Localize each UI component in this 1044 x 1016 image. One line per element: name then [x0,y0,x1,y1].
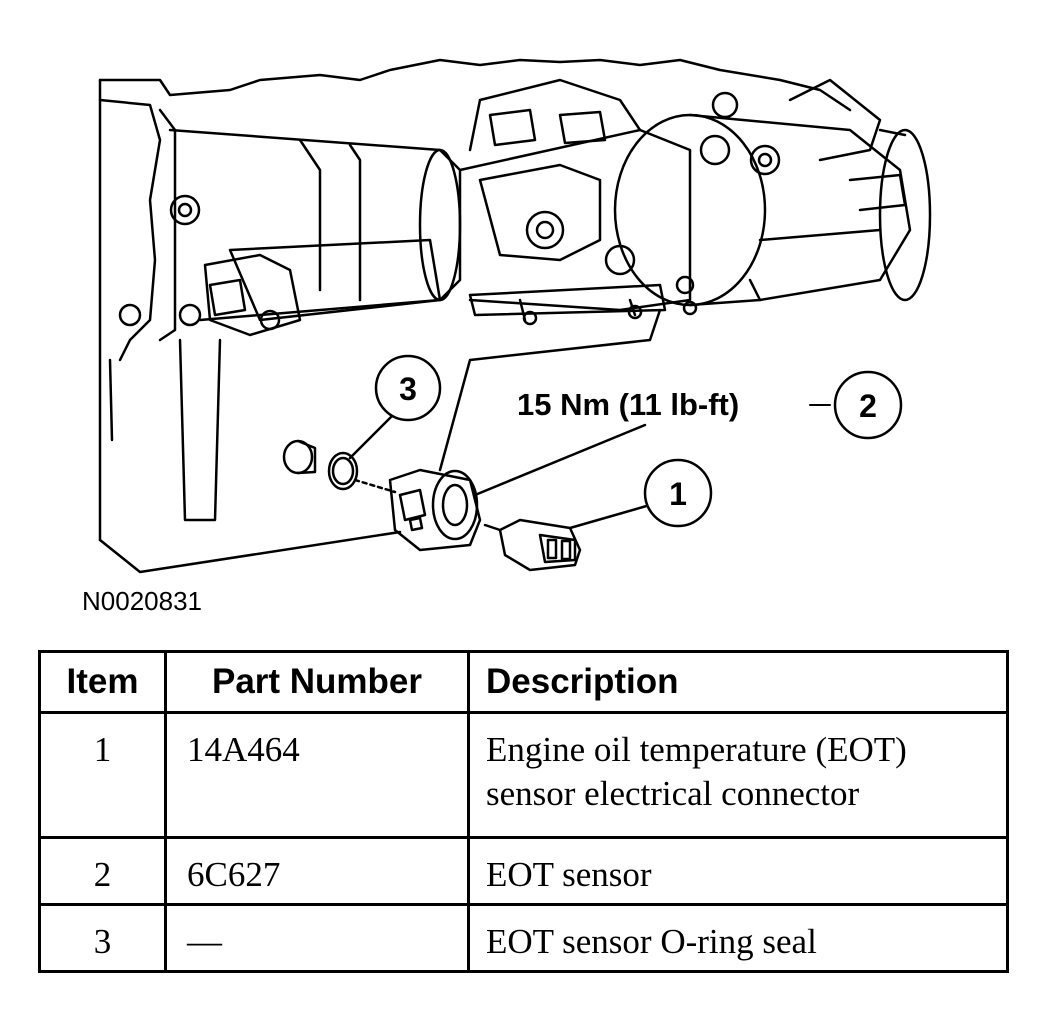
figure-id: N0020831 [82,586,202,616]
starter-motor [118,128,462,337]
header-item: Item [38,650,167,714]
callout-2-label: 2 [859,388,877,424]
engine-center [458,78,692,326]
description-line: EOT sensor O-ring seal [486,922,817,961]
leader-engine [438,308,662,472]
parts-table: Item Part Number Description 1 14A464 En… [38,650,1009,973]
header-description: Description [467,650,1009,714]
cell-item: 3 [38,903,167,973]
leader-1 [568,503,652,530]
cell-part-number: — [164,903,470,973]
callout-3-label: 3 [399,371,417,407]
oring-seal [327,451,359,491]
cell-item: 2 [38,836,167,906]
cell-description: Engine oil temperature (EOT) sensor elec… [467,711,1009,839]
table-row: 2 6C627 EOT sensor [38,836,1009,906]
callout-1-label: 1 [669,476,687,512]
torque-label: 15 Nm (11 lb-ft) [517,387,739,422]
callout-1: 1 [643,458,713,528]
cell-part-number: 14A464 [164,711,470,839]
eot-connector [483,518,582,572]
engine-block [98,58,852,574]
leader-2 [473,423,647,497]
description-line: sensor electrical connector [486,774,860,813]
cell-description: EOT sensor O-ring seal [467,903,1009,973]
description-line: EOT sensor [486,855,652,894]
engine-illustration: 3 2 1 15 Nm (11 lb-ft) [98,58,932,574]
header-part-number: Part Number [164,650,470,714]
callout-2: 2 [833,370,903,440]
table-row: 1 14A464 Engine oil temperature (EOT) se… [38,711,1009,839]
description-line: Engine oil temperature (EOT) [486,730,907,769]
ac-compressor [613,78,932,316]
leader-3 [348,414,394,460]
table-row: 3 — EOT sensor O-ring seal [38,903,1009,973]
cell-part-number: 6C627 [164,836,470,906]
eot-sensor [388,468,482,552]
cell-description: EOT sensor [467,836,1009,906]
callout-3: 3 [374,354,442,422]
table-header-row: Item Part Number Description [38,650,1009,714]
cell-item: 1 [38,711,167,839]
plug [282,439,317,475]
